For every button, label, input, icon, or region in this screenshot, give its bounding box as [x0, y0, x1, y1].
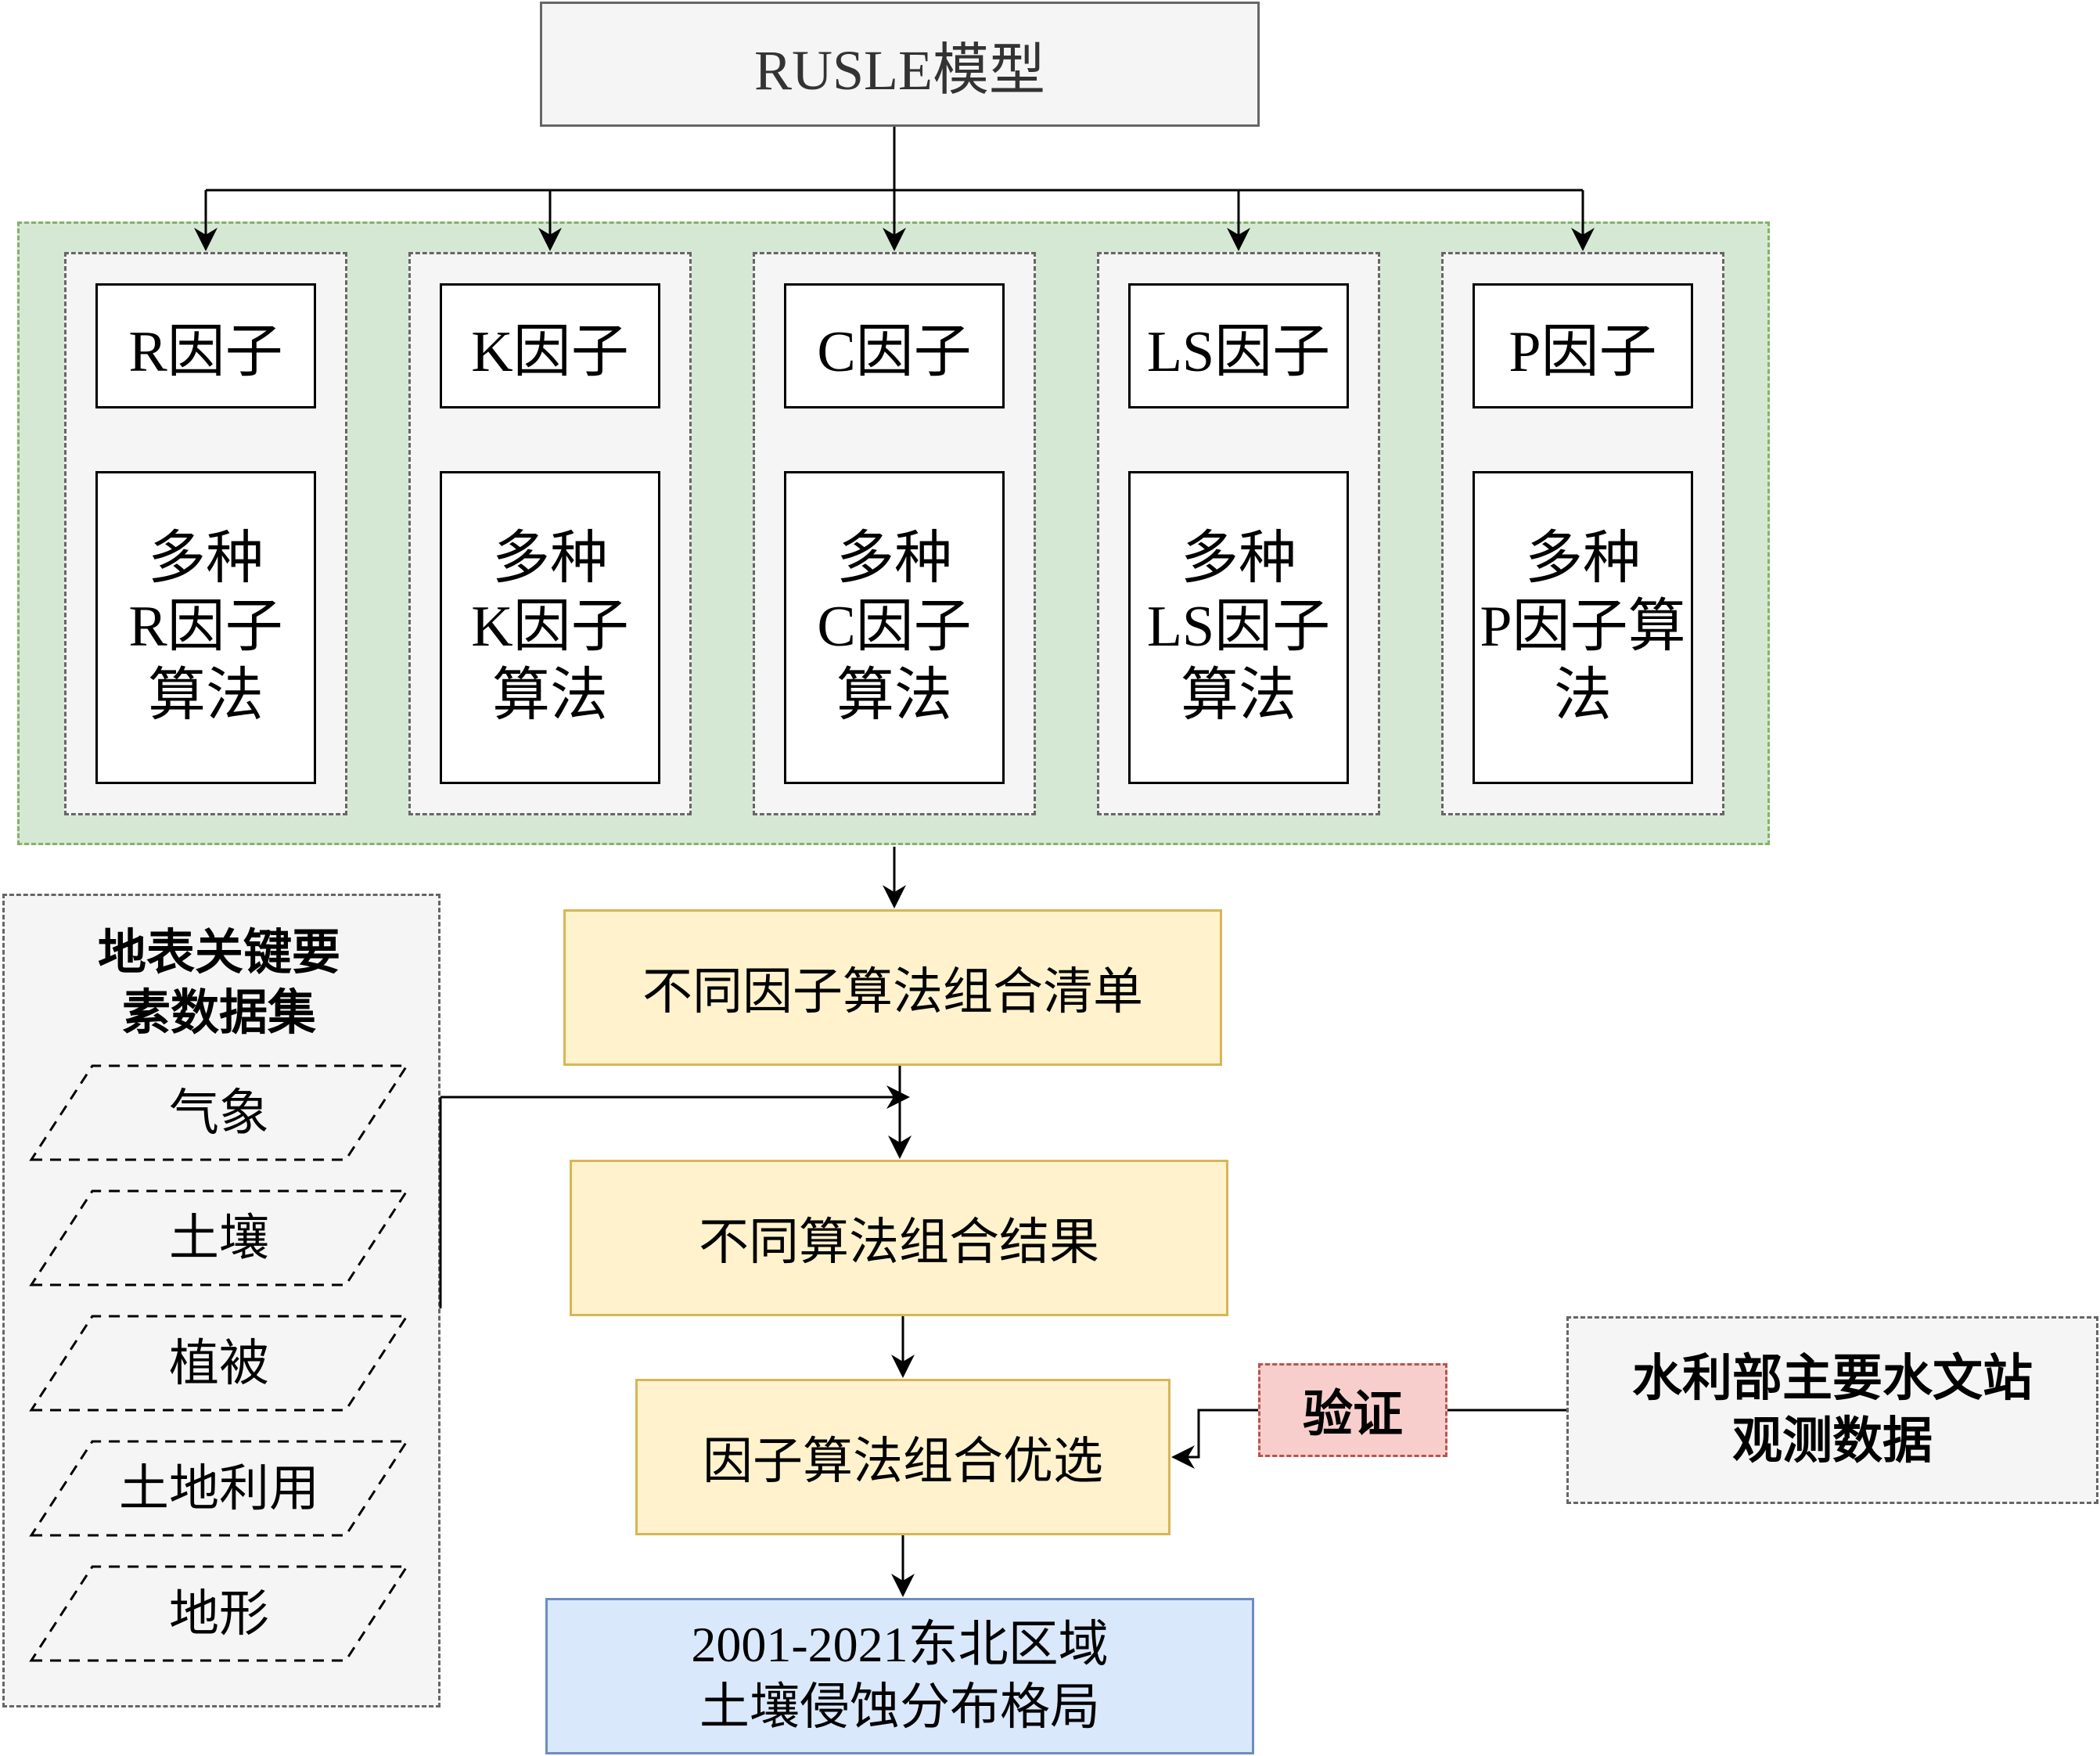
factor-r-algorithms-line: 多种	[147, 527, 264, 592]
factor-c-algorithms-line: 多种	[836, 527, 952, 592]
factor-k-algorithms-line: 算法	[491, 663, 608, 728]
dataset-title-line: 地表关键要	[97, 923, 340, 981]
factor-k-algorithms-line: 多种	[491, 527, 608, 592]
factor-ls-algorithms-line: LS因子	[1146, 595, 1331, 660]
factor-p-algorithms-line: 多种	[1525, 527, 1641, 592]
factor-c-box: C因子	[784, 283, 1005, 408]
combination-list-box: 不同因子算法组合清单	[563, 909, 1222, 1066]
erosion-pattern-output-box: 2001-2021东北区域 土壤侵蚀分布格局	[545, 1598, 1254, 1754]
dataset-item-label: 地形	[169, 1585, 269, 1643]
optimization-box: 因子算法组合优选	[635, 1379, 1170, 1535]
validation-tag: 验证	[1258, 1363, 1447, 1457]
dataset-item-weather: 气象	[35, 1066, 403, 1152]
combination-results-box: 不同算法组合结果	[570, 1160, 1228, 1316]
factor-r-algorithms-line: R因子	[128, 595, 283, 660]
station-data-line: 水利部主要水文站	[1632, 1350, 2033, 1408]
dataset-title-line: 素数据集	[121, 984, 316, 1041]
factor-ls-box: LS因子	[1128, 283, 1349, 408]
combination-list-label: 不同因子算法组合清单	[642, 963, 1143, 1021]
factor-p-algorithms-box: 多种 P因子算 法	[1473, 471, 1693, 784]
factor-c-algorithms-line: C因子	[817, 595, 972, 660]
factor-k-algorithms-box: 多种 K因子 算法	[440, 471, 660, 784]
rusle-model-label: RUSLE模型	[753, 38, 1046, 102]
station-data-line: 观测数据	[1732, 1412, 1933, 1470]
factor-c-algorithms-line: 算法	[836, 663, 952, 728]
dataset-item-label: 土地利用	[119, 1460, 319, 1518]
factor-ls-algorithms-box: 多种 LS因子 算法	[1128, 471, 1349, 784]
dataset-item-label: 植被	[169, 1335, 269, 1393]
factor-ls-label: LS因子	[1146, 319, 1331, 384]
combination-results-label: 不同算法组合结果	[699, 1214, 1099, 1272]
dataset-title: 地表关键要 素数据集	[31, 916, 407, 1049]
factor-k-algorithms-line: K因子	[471, 595, 629, 660]
dataset-item-vegetation: 植被	[35, 1316, 403, 1402]
factor-c-algorithms-box: 多种 C因子 算法	[784, 471, 1005, 784]
optimization-label: 因子算法组合优选	[703, 1433, 1103, 1491]
factor-ls-algorithms-line: 算法	[1180, 663, 1296, 728]
factor-p-label: P因子	[1508, 319, 1657, 384]
arrow-validation-to-optimization	[1171, 1409, 1258, 1469]
factor-c-label: C因子	[817, 319, 972, 384]
factor-k-label: K因子	[471, 319, 629, 384]
dataset-item-land-use: 土地利用	[35, 1441, 403, 1528]
validation-label: 验证	[1303, 1386, 1403, 1444]
factor-r-algorithms-box: 多种 R因子 算法	[95, 471, 316, 784]
hydrology-station-data-box: 水利部主要水文站 观测数据	[1566, 1316, 2098, 1504]
dataset-item-label: 气象	[169, 1085, 269, 1142]
dataset-item-label: 土壤	[169, 1210, 269, 1268]
factor-r-label: R因子	[128, 319, 283, 384]
output-line: 2001-2021东北区域	[691, 1617, 1109, 1672]
dataset-item-terrain: 地形	[35, 1567, 403, 1653]
factor-p-algorithms-line: 法	[1554, 663, 1612, 728]
factor-p-box: P因子	[1473, 283, 1693, 408]
factor-ls-algorithms-line: 多种	[1180, 527, 1296, 592]
rusle-model-box: RUSLE模型	[540, 2, 1260, 127]
factor-r-box: R因子	[95, 283, 316, 408]
factor-k-box: K因子	[440, 283, 660, 408]
factor-p-algorithms-line: P因子算	[1480, 595, 1686, 660]
dataset-item-soil: 土壤	[35, 1191, 403, 1277]
factor-r-algorithms-line: 算法	[147, 663, 264, 728]
output-line: 土壤侵蚀分布格局	[699, 1679, 1100, 1736]
